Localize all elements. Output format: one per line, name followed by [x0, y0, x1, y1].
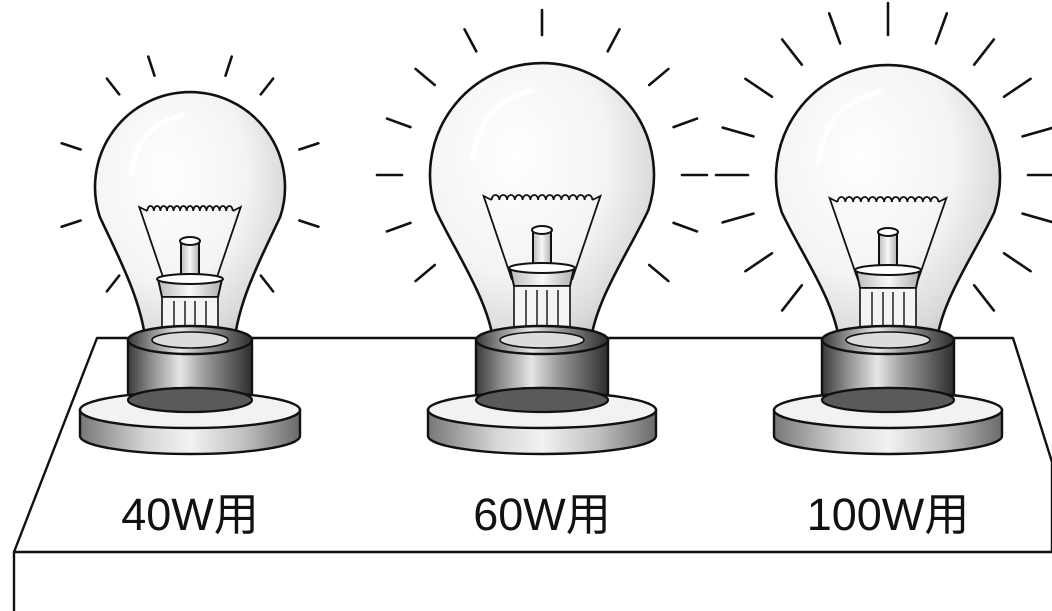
bulb-label: 100W用 [807, 489, 970, 540]
socket-foot [474, 386, 610, 414]
glow-ray [298, 219, 320, 229]
filament [828, 196, 948, 281]
lead-wire-left [137, 205, 165, 281]
lead-wire-right [571, 194, 602, 281]
glow-ray [744, 77, 774, 99]
glow-rays [714, 1, 1052, 312]
glow-ray [1002, 77, 1032, 99]
lead-wire-right [917, 196, 948, 281]
glass-highlight [128, 112, 185, 177]
socket-foot [820, 386, 956, 414]
glow-ray [259, 274, 275, 293]
glow-ray [60, 141, 82, 151]
glass-envelope [774, 63, 1002, 354]
glow-ray [60, 219, 82, 229]
glow-ray [972, 38, 996, 66]
glow-ray [259, 77, 275, 96]
glow-ray [146, 55, 156, 77]
glow-ray [606, 28, 621, 53]
glow-ray [463, 28, 478, 53]
lead-wire-left [828, 196, 859, 281]
bulb-label: 60W用 [473, 489, 611, 540]
glow-ray [1021, 126, 1052, 138]
lead-wire-right [215, 205, 243, 281]
glow-ray [672, 221, 699, 233]
filament-coil [836, 196, 940, 203]
glass-highlight [816, 89, 882, 165]
glow-ray [1002, 251, 1032, 273]
glow-ray [105, 77, 121, 96]
glow-rays [375, 8, 709, 283]
glow-rays [60, 55, 320, 293]
glow-ray [1021, 212, 1052, 224]
glow-ray [414, 263, 437, 283]
bulb-label: 40W用 [121, 489, 259, 540]
socket-foot [126, 386, 254, 414]
glow-ray [672, 117, 699, 129]
glass-stem-top [179, 236, 201, 246]
glow-ray [780, 38, 804, 66]
glow-ray [721, 212, 755, 224]
glass-envelope [93, 90, 287, 354]
filament-coil [146, 205, 234, 212]
filament [137, 205, 243, 281]
glow-ray [934, 12, 949, 45]
glow-ray [385, 117, 412, 129]
lead-wire-left [482, 194, 513, 281]
glow-ray [647, 67, 670, 87]
inner-press-rim [508, 262, 576, 274]
glow-ray [780, 284, 804, 312]
socket-opening [845, 331, 931, 349]
bulb-60w: 60W用 [375, 8, 709, 540]
glass-envelope [428, 61, 656, 354]
glow-ray [827, 12, 842, 45]
glass-stem-top [877, 227, 899, 237]
filament [482, 194, 602, 281]
glow-ray [972, 284, 996, 312]
filament-coil [490, 194, 594, 201]
glow-ray [224, 55, 234, 77]
bulb-100w: 100W用 [714, 1, 1052, 540]
glow-ray [385, 221, 412, 233]
inner-press-rim [156, 273, 224, 285]
socket-opening [151, 331, 229, 349]
glow-ray [647, 263, 670, 283]
inner-press-rim [854, 264, 922, 276]
glass-stem-top [531, 225, 553, 235]
glow-ray [744, 251, 774, 273]
glass-highlight [470, 87, 536, 163]
socket-opening [499, 331, 585, 349]
glow-ray [105, 274, 121, 293]
glow-ray [298, 141, 320, 151]
bulb-40w: 40W用 [60, 55, 320, 540]
glow-ray [721, 126, 755, 138]
glow-ray [414, 67, 437, 87]
bulbs: 40W用 60W用 100W用 [60, 1, 1052, 540]
